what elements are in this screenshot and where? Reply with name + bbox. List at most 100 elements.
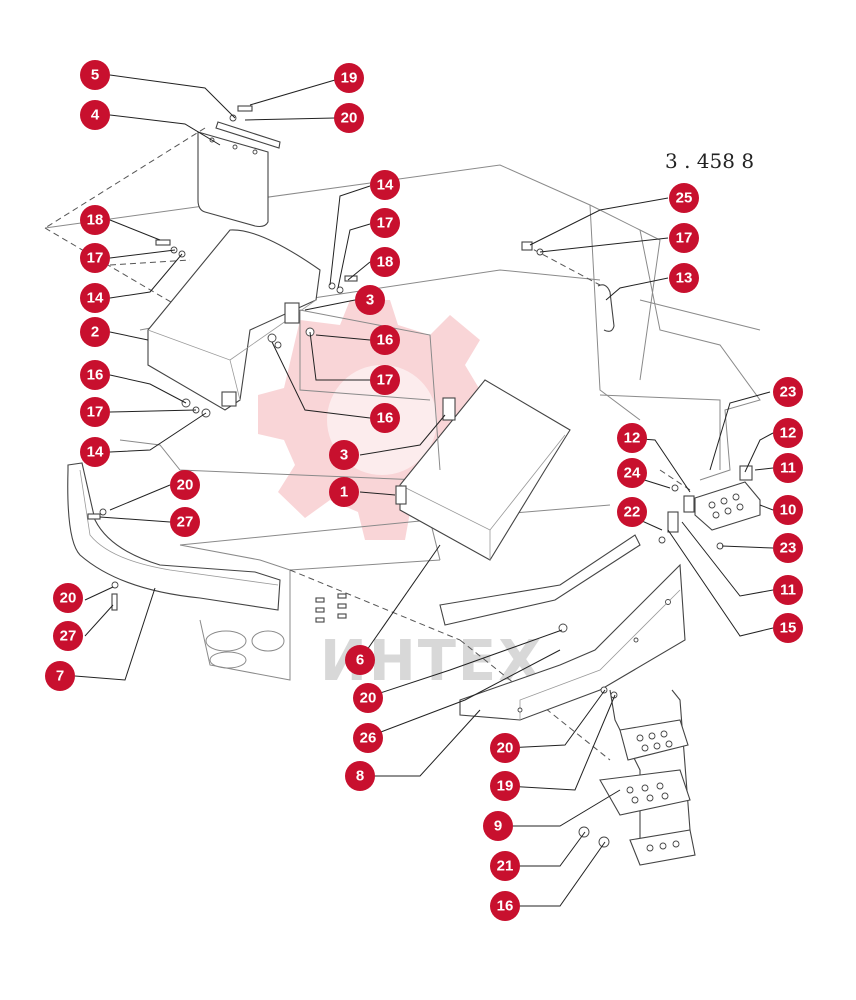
svg-text:16: 16 [377,332,394,349]
svg-text:19: 19 [341,70,358,87]
svg-text:16: 16 [377,410,394,427]
rear-fender [147,229,321,411]
mud-flap [197,105,281,228]
front-step-fender [395,379,571,561]
svg-text:19: 19 [497,778,514,795]
callout-11: 11 [773,453,803,483]
svg-text:9: 9 [494,818,502,835]
bolt-holes [315,593,347,623]
callout-13: 13 [669,263,699,293]
svg-text:17: 17 [676,230,693,247]
callout-23: 23 [773,377,803,407]
svg-text:4: 4 [91,107,100,124]
svg-text:8: 8 [356,768,364,785]
cab-body [44,164,761,681]
svg-text:11: 11 [780,460,796,477]
svg-text:1: 1 [340,484,348,501]
svg-text:26: 26 [360,730,377,747]
callout-3: 3 [355,285,385,315]
callout-7: 7 [45,661,75,691]
callout-26: 26 [353,723,383,753]
bumper-bar [67,462,281,611]
svg-text:17: 17 [87,404,104,421]
svg-text:20: 20 [497,740,514,757]
svg-text:17: 17 [377,372,394,389]
callout-14: 14 [80,437,110,467]
svg-text:16: 16 [87,367,104,384]
callout-12: 12 [773,418,803,448]
svg-text:3: 3 [340,447,348,464]
callout-10: 10 [773,495,803,525]
callout-17: 17 [80,243,110,273]
svg-text:20: 20 [341,110,358,127]
callout-27: 27 [170,507,200,537]
leader-lines [74,74,774,907]
callout-9: 9 [483,811,513,841]
svg-text:24: 24 [624,465,641,482]
callout-18: 18 [370,247,400,277]
svg-text:27: 27 [177,514,194,531]
svg-text:13: 13 [676,270,693,287]
svg-text:14: 14 [87,290,104,307]
callout-20: 20 [170,470,200,500]
assembly-lines [44,127,691,761]
step-holes [626,730,680,852]
callout-17: 17 [370,365,400,395]
callout-17: 17 [669,223,699,253]
callout-27: 27 [53,621,83,651]
svg-text:7: 7 [56,668,64,685]
callout-12: 12 [617,423,647,453]
svg-text:17: 17 [377,215,394,232]
callout-6: 6 [345,645,375,675]
drawing-reference-code: 3 . 458 8 [665,149,754,173]
svg-text:21: 21 [497,858,514,875]
callout-18: 18 [80,205,110,235]
svg-text:16: 16 [497,898,514,915]
svg-text:11: 11 [780,582,796,599]
callout-17: 17 [80,397,110,427]
svg-text:5: 5 [91,67,99,84]
callout-22: 22 [617,497,647,527]
callout-5: 5 [80,60,110,90]
svg-text:22: 22 [624,504,641,521]
callout-2: 2 [80,317,110,347]
callout-20: 20 [334,103,364,133]
svg-text:18: 18 [87,212,104,229]
svg-text:20: 20 [177,477,194,494]
svg-text:12: 12 [780,425,797,442]
svg-text:23: 23 [780,540,797,557]
callout-16: 16 [490,891,520,921]
side-frame [439,534,686,721]
callout-19: 19 [334,63,364,93]
callout-25: 25 [669,183,699,213]
svg-text:6: 6 [356,652,364,669]
callout-1: 1 [329,477,359,507]
svg-text:25: 25 [676,190,693,207]
svg-text:23: 23 [780,384,797,401]
svg-text:2: 2 [91,324,99,341]
callout-11: 11 [773,575,803,605]
callout-15: 15 [773,613,803,643]
callout-21: 21 [490,851,520,881]
callout-14: 14 [370,170,400,200]
svg-text:20: 20 [60,590,77,607]
svg-text:17: 17 [87,250,104,267]
svg-text:12: 12 [624,430,641,447]
svg-text:14: 14 [87,444,104,461]
callout-23: 23 [773,533,803,563]
callout-16: 16 [370,403,400,433]
callout-bubbles: 5 4 19 20 14 17 18 3 16 17 16 18 17 14 2… [45,60,803,921]
grab-handle [597,284,615,332]
svg-text:10: 10 [780,502,797,519]
callout-16: 16 [370,325,400,355]
callout-16: 16 [80,360,110,390]
callout-20: 20 [53,583,83,613]
svg-text:27: 27 [60,628,77,645]
callout-24: 24 [617,458,647,488]
svg-text:20: 20 [360,690,377,707]
svg-text:14: 14 [377,177,394,194]
step-plate [667,465,761,533]
svg-text:18: 18 [377,254,394,271]
callout-19: 19 [490,771,520,801]
